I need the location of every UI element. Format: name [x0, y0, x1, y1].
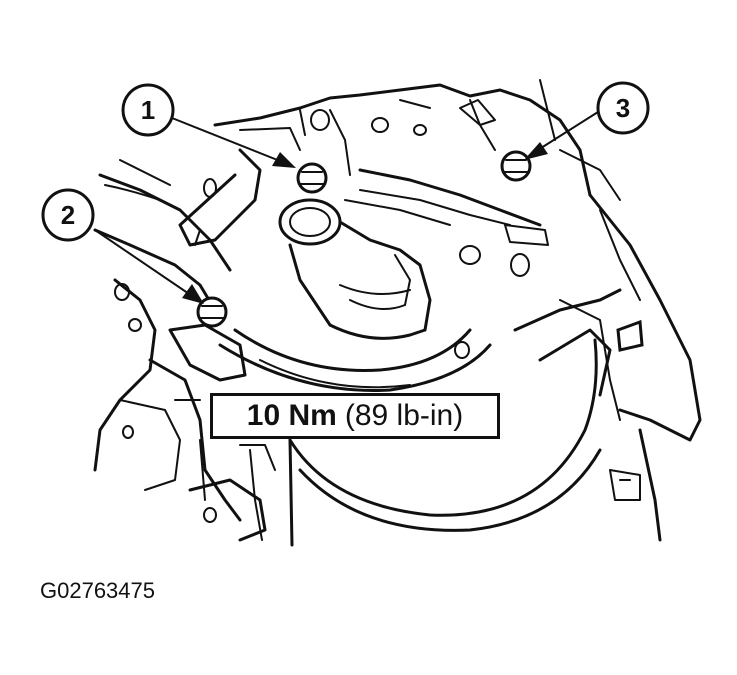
torque-metric: 10 Nm [246, 399, 337, 432]
engine-line-art [93, 79, 702, 547]
bolt-2 [196, 296, 228, 328]
callout-3: 3 [596, 81, 650, 135]
callout-2: 2 [41, 188, 95, 242]
leader-3 [524, 111, 599, 160]
torque-imperial: (89 lb-in) [344, 399, 464, 432]
figure-id: G02763475 [40, 578, 155, 603]
bolt-3 [500, 150, 532, 182]
callout-1: 1 [121, 83, 175, 137]
torque-spec-label: 10 Nm (89 lb-in) [210, 393, 500, 439]
engine-component-drawing: 1 2 3 [41, 79, 702, 547]
callout-2-label: 2 [61, 200, 75, 230]
bolt-1 [296, 162, 328, 194]
leader-2 [94, 229, 204, 304]
callout-3-label: 3 [616, 93, 630, 123]
callout-1-label: 1 [141, 95, 155, 125]
leader-1 [171, 117, 296, 168]
